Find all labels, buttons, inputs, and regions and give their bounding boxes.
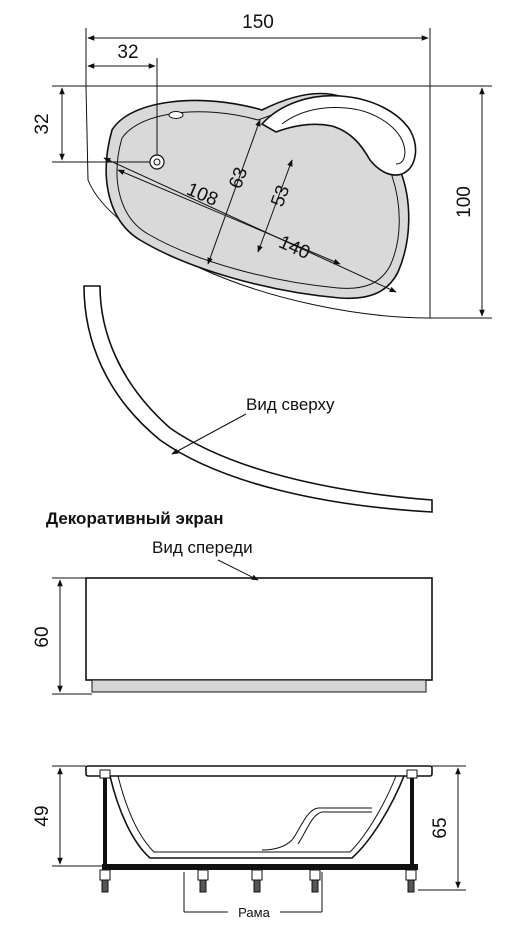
dim-screen-height: 60: [32, 626, 53, 647]
label-front-view: Вид спереди: [152, 538, 253, 557]
dim-bath-height: 49: [32, 805, 53, 826]
screen-front-view: Вид спереди 60: [32, 538, 433, 695]
headrest-loop: [260, 94, 417, 176]
side-view-drawing: Рама 49 65: [32, 765, 466, 920]
dim-width: 150: [242, 12, 274, 33]
screen-base: [91, 679, 427, 693]
dim-depth: 100: [454, 186, 475, 218]
backrest: [261, 807, 372, 851]
frame-legs: [99, 869, 417, 893]
screen-heading: Декоративный экран: [46, 509, 223, 528]
screen-curve: [83, 285, 433, 513]
dim-drain-x: 32: [117, 42, 138, 63]
frame-bar: [102, 864, 418, 870]
headrest-inner: [281, 107, 406, 165]
dim-total-height: 65: [430, 817, 451, 838]
bathtub-body: [109, 775, 405, 859]
overflow-hole: [168, 111, 184, 119]
bathtub-rim: [85, 765, 433, 777]
drain-icon: [149, 154, 165, 170]
frame-label: Рама: [238, 905, 270, 920]
label-top-view: Вид сверху: [246, 395, 335, 414]
screen-panel: [85, 577, 433, 681]
dim-drain-y: 32: [32, 113, 53, 134]
screen-top-view: Вид сверху Декоративный экран: [46, 285, 433, 528]
top-view-drawing: 150 32 32 100 108 140 63 53: [32, 12, 492, 319]
